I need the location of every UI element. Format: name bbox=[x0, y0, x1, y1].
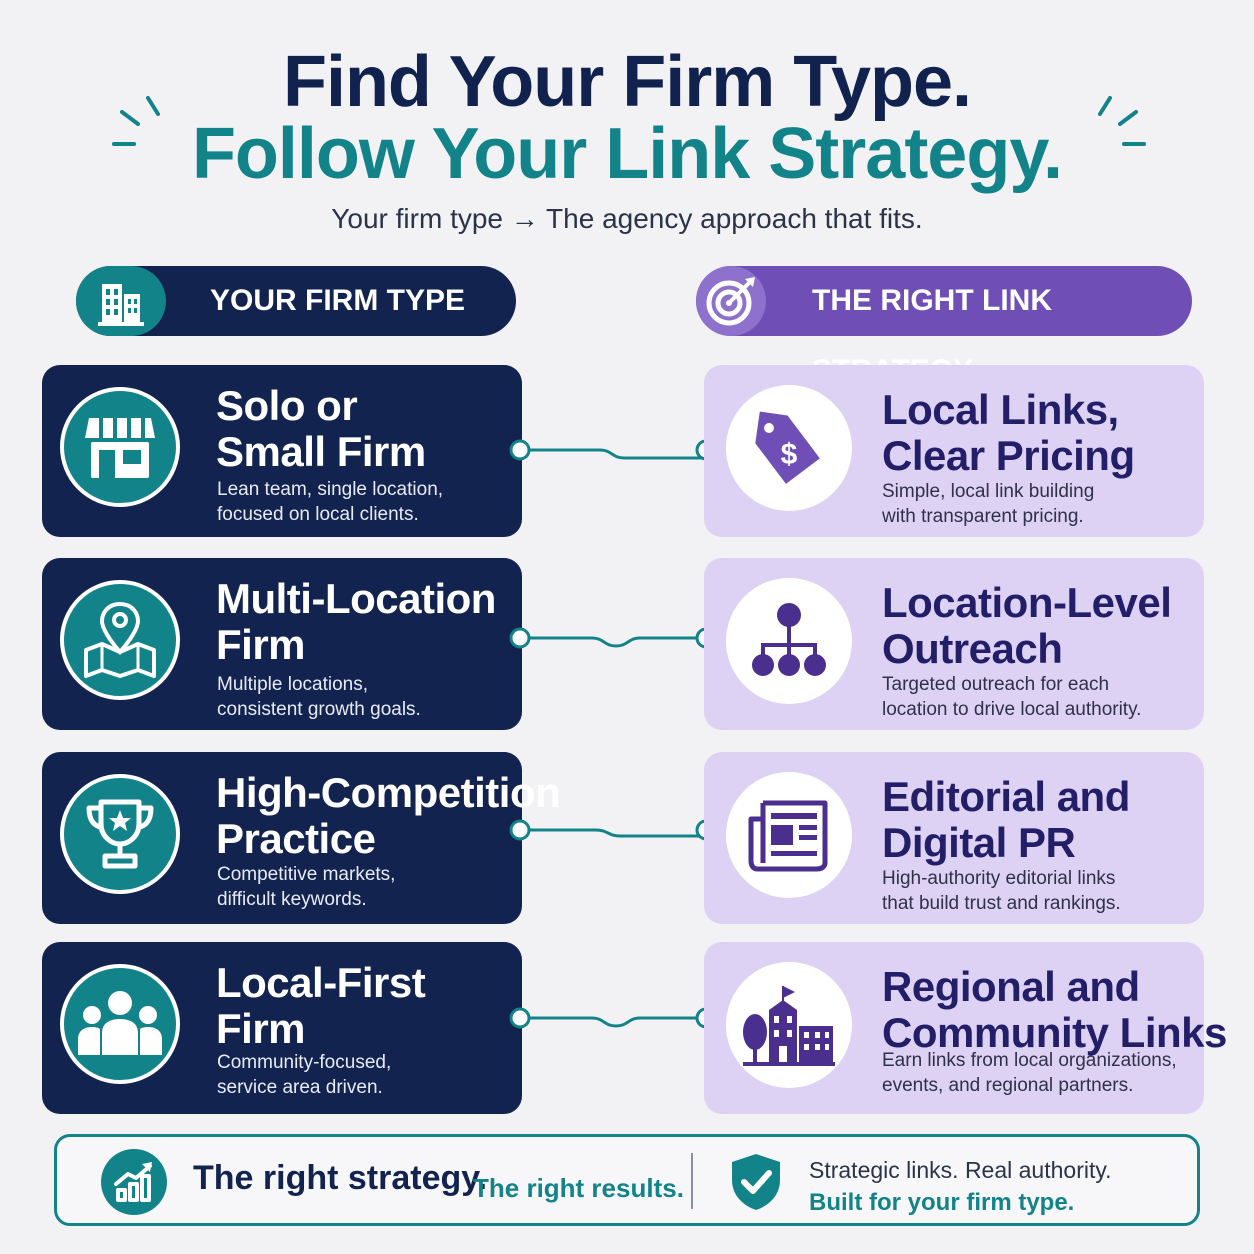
title-line: Regional and bbox=[882, 963, 1140, 1010]
strategy-title: Local Links, Clear Pricing bbox=[882, 387, 1135, 479]
title-line: Digital PR bbox=[882, 819, 1076, 866]
page-subtitle: Your firm type → The agency approach tha… bbox=[331, 203, 923, 234]
shield-check-icon bbox=[723, 1149, 789, 1215]
title-line: Local Links, bbox=[882, 386, 1119, 433]
firm-type-card-multi-location: Multi-Location Firm Multiple locations, … bbox=[42, 558, 522, 730]
firm-type-card-high-competition: High-Competition Practice Competitive ma… bbox=[42, 752, 561, 924]
newspaper-icon bbox=[726, 772, 852, 898]
desc-line: Community-focused, bbox=[217, 1052, 392, 1073]
footer-accent-text: The right results. bbox=[473, 1173, 684, 1203]
footer-right-line2: Built for your firm type. bbox=[809, 1189, 1075, 1216]
title-line: Community Links bbox=[882, 1009, 1227, 1056]
building-icon bbox=[76, 266, 166, 336]
sparkle-lines-right-icon bbox=[1098, 96, 1146, 146]
desc-line: Multiple locations, bbox=[217, 674, 369, 695]
strategy-description: Earn links from local organizations, eve… bbox=[882, 1048, 1177, 1098]
title-line: Firm bbox=[216, 621, 306, 668]
desc-line: focused on local clients. bbox=[217, 504, 419, 525]
title-line: Outreach bbox=[882, 625, 1063, 672]
title-line: Clear Pricing bbox=[882, 432, 1135, 479]
desc-line: Competitive markets, bbox=[217, 864, 396, 885]
firm-type-description: Multiple locations, consistent growth go… bbox=[217, 672, 421, 722]
strategy-card-local-links: $ Local Links, Clear Pricing Simple, loc… bbox=[704, 365, 1204, 537]
title-line: Multi-Location bbox=[216, 575, 496, 622]
title-line: Editorial and bbox=[882, 773, 1130, 820]
title-line: Small Firm bbox=[216, 428, 426, 475]
desc-line: location to drive local authority. bbox=[882, 699, 1142, 720]
footer-main-text: The right strategy. bbox=[193, 1159, 488, 1197]
connector-line bbox=[509, 627, 717, 649]
footer-divider bbox=[691, 1153, 693, 1209]
firm-type-title: Solo or Small Firm bbox=[216, 383, 426, 475]
price-tag-icon: $ bbox=[726, 385, 852, 511]
page-title-line2: Follow Your Link Strategy. bbox=[191, 114, 1063, 194]
desc-line: consistent growth goals. bbox=[217, 699, 421, 720]
footer-right-line1: Strategic links. Real authority. bbox=[809, 1157, 1112, 1183]
firm-type-title: High-Competition Practice bbox=[216, 769, 561, 862]
footer-banner: The right strategy. The right results. S… bbox=[54, 1134, 1200, 1226]
desc-line: difficult keywords. bbox=[217, 889, 367, 910]
strategy-title: Editorial and Digital PR bbox=[882, 774, 1130, 866]
firm-type-card-local-first: Local-First Firm Community-focused, serv… bbox=[42, 942, 522, 1114]
sparkle-lines-left-icon bbox=[112, 96, 160, 146]
storefront-icon bbox=[60, 387, 180, 507]
connector-line bbox=[509, 439, 717, 461]
strategy-card-regional-community: Regional and Community Links Earn links … bbox=[704, 942, 1227, 1114]
right-column-header: THE RIGHT LINK STRATEGY bbox=[696, 266, 1192, 387]
firm-type-title: Multi-Location Firm bbox=[216, 576, 496, 668]
growth-chart-icon bbox=[101, 1149, 167, 1215]
desc-line: Lean team, single location, bbox=[217, 479, 444, 500]
firm-type-description: Lean team, single location, focused on l… bbox=[217, 477, 443, 527]
strategy-card-location-outreach: Location-Level Outreach Targeted outreac… bbox=[704, 558, 1204, 730]
desc-line: with transparent pricing. bbox=[882, 506, 1084, 527]
desc-line: Earn links from local organizations, bbox=[882, 1050, 1177, 1071]
title-line: Practice bbox=[216, 815, 376, 862]
title-line: Firm bbox=[216, 1005, 306, 1052]
desc-line: Targeted outreach for each bbox=[882, 674, 1110, 695]
title-line: Location-Level bbox=[882, 579, 1172, 626]
connector-line bbox=[509, 1007, 717, 1029]
firm-type-description: Competitive markets, difficult keywords. bbox=[217, 862, 395, 912]
hierarchy-icon bbox=[726, 578, 852, 704]
desc-line: that build trust and rankings. bbox=[882, 893, 1121, 914]
strategy-title: Location-Level Outreach bbox=[882, 579, 1172, 672]
title-line: Solo or bbox=[216, 382, 358, 429]
connector-line bbox=[509, 819, 717, 841]
desc-line: High-authority editorial links bbox=[882, 868, 1116, 889]
strategy-description: Targeted outreach for each location to d… bbox=[882, 672, 1141, 722]
desc-line: Simple, local link building bbox=[882, 481, 1095, 502]
target-icon bbox=[696, 266, 766, 336]
people-icon bbox=[60, 964, 180, 1084]
firm-type-title: Local-First Firm bbox=[216, 959, 426, 1052]
firm-type-card-solo: Solo or Small Firm Lean team, single loc… bbox=[42, 365, 522, 537]
page-title-line1: Find Your Firm Type. bbox=[282, 42, 972, 122]
strategy-title: Regional and Community Links bbox=[882, 964, 1227, 1056]
town-icon bbox=[726, 962, 852, 1088]
strategy-card-editorial-pr: Editorial and Digital PR High-authority … bbox=[704, 752, 1204, 924]
left-column-label: YOUR FIRM TYPE bbox=[210, 284, 466, 317]
title-line: Local-First bbox=[216, 959, 426, 1006]
firm-type-description: Community-focused, service area driven. bbox=[217, 1050, 391, 1100]
strategy-description: Simple, local link building with transpa… bbox=[882, 479, 1094, 529]
desc-line: service area driven. bbox=[217, 1077, 383, 1098]
trophy-icon bbox=[60, 774, 180, 894]
svg-text:$: $ bbox=[781, 438, 798, 471]
map-pin-icon bbox=[60, 580, 180, 700]
strategy-description: High-authority editorial links that buil… bbox=[882, 866, 1121, 916]
desc-line: events, and regional partners. bbox=[882, 1075, 1134, 1096]
left-column-header: YOUR FIRM TYPE bbox=[76, 266, 516, 336]
title-line: High-Competition bbox=[216, 769, 561, 816]
